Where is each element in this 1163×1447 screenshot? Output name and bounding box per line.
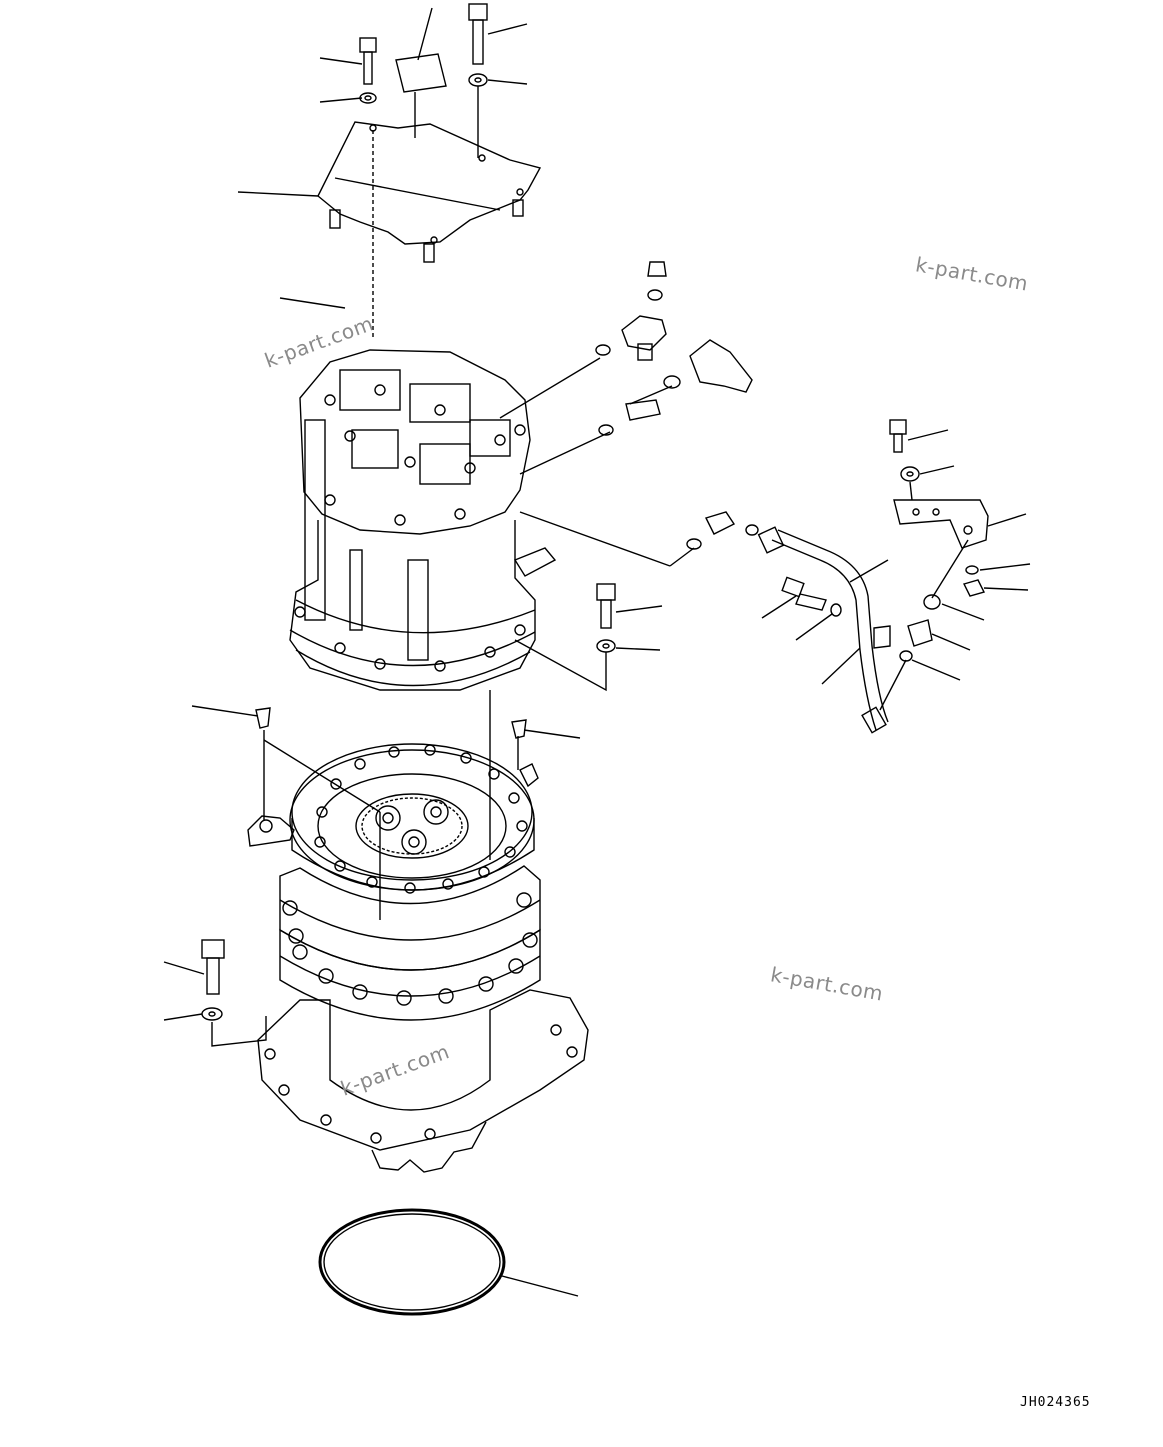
gear-housing-flange — [247, 743, 539, 891]
bolt-top-right — [468, 3, 488, 87]
swing-motor-valve-block — [299, 349, 531, 535]
o-ring — [318, 1208, 579, 1316]
drawing-code: JH024365 — [1020, 1395, 1091, 1410]
caution-label-plate — [395, 53, 447, 93]
fittings-group — [499, 261, 759, 567]
bolt-top-left — [359, 37, 377, 104]
bolt-mid-right — [514, 583, 663, 692]
bracket — [893, 499, 1027, 549]
hose-assembly — [757, 526, 891, 734]
gear-case-mount-flange — [257, 989, 589, 1173]
cover-plate — [317, 121, 542, 263]
small-fittings-right — [879, 539, 1031, 711]
swing-motor-body — [289, 419, 557, 691]
flange-bolt-holes — [314, 744, 528, 894]
gear-case-body — [279, 865, 541, 1021]
bolt-lower-left — [163, 939, 267, 1047]
bolt-hose-clamp — [761, 576, 861, 685]
bolt-bracket — [889, 419, 955, 501]
ring-gear — [355, 793, 469, 859]
dowel-pins — [191, 690, 581, 920]
leader-lines-top — [237, 7, 528, 340]
